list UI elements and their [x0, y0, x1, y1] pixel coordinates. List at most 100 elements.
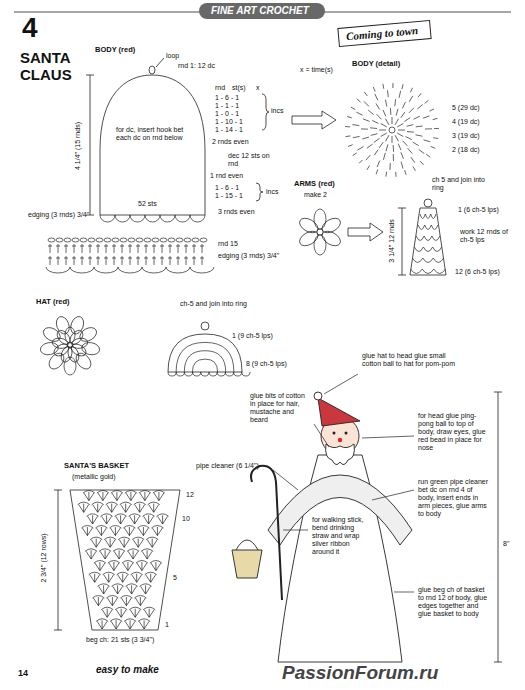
dc-round — [345, 83, 439, 177]
dimension-tick — [494, 392, 502, 393]
pattern-note: 5 (29 dc) — [452, 104, 480, 112]
center-ring — [67, 342, 73, 348]
chain-loop — [59, 345, 74, 363]
pattern-note: 1 — [165, 621, 169, 629]
dimension-tick — [398, 275, 406, 276]
pattern-note: 12 (6 ch-5 lps) — [455, 268, 500, 276]
pattern-note: for walking stick, bend drinking straw a… — [312, 516, 372, 556]
pattern-note: glue beg ch of basket to rnd 12 of body,… — [418, 586, 490, 618]
pattern-note: 1 (6 ch-5 lps) — [458, 206, 499, 214]
nose-bead — [338, 438, 342, 442]
pattern-note: incs — [271, 107, 283, 115]
pattern-note: 10 — [182, 515, 190, 523]
pattern-note: 1 - 1 - 1 — [215, 102, 239, 110]
santa-figure — [232, 392, 412, 662]
header-banner: FINE ART CROCHET — [199, 3, 325, 19]
basket-handle — [236, 540, 258, 550]
double-crochet-row — [48, 244, 204, 265]
pattern-note: glue bits of cotton in place for hair, m… — [250, 392, 310, 424]
pattern-title: SANTA CLAUS — [20, 50, 92, 83]
pattern-note: st(s) — [232, 84, 246, 92]
leader-line — [394, 592, 414, 593]
box-text: FINE ART CROCHET — [211, 5, 313, 17]
leader-line — [314, 424, 329, 447]
shell-stitch-rows — [78, 491, 169, 630]
chain-loop — [68, 315, 85, 336]
pattern-note: 12 — [186, 491, 194, 499]
pattern-note: dec 12 sts on rnd — [228, 152, 272, 168]
chain-loop — [314, 235, 326, 255]
pattern-note: 2 3/4" (12 rows) — [40, 533, 48, 582]
leader-line — [273, 470, 298, 490]
chain-loop — [64, 357, 76, 375]
pattern-note: work 12 rnds of ch-5 lps — [460, 228, 516, 244]
pattern-note: 3 rnds even — [218, 208, 255, 216]
pattern-note: pipe cleaner (6 1/4") — [196, 462, 259, 470]
leader-line — [324, 374, 358, 394]
pattern-note: 52 sts — [138, 200, 157, 208]
pattern-note: 2 (18 dc) — [452, 146, 480, 154]
basket-chart-outline — [70, 490, 180, 630]
pattern-note: ch 5 and join into ring — [432, 176, 498, 192]
pattern-note: 3 (19 dc) — [452, 132, 480, 140]
pattern-note: (metallic gold) — [72, 473, 116, 481]
dc-round — [361, 99, 423, 161]
dc-round — [352, 90, 432, 170]
pattern-note: ch-5 and join into ring — [180, 300, 250, 308]
pattern-note: x — [256, 84, 260, 92]
leader-line — [283, 530, 308, 531]
pattern-note: 1 - 10 - 1 — [215, 118, 243, 126]
dimension-line — [498, 392, 499, 662]
pattern-note: rnd 15 — [218, 240, 238, 248]
leader-line — [156, 58, 164, 67]
chain-ring — [201, 322, 209, 330]
pattern-note: BODY (red) — [95, 46, 135, 55]
pattern-note: 4 1/4" (15 rnds) — [74, 122, 82, 170]
chain-loop — [39, 341, 59, 356]
pattern-note: x = time(s) — [300, 66, 333, 74]
pattern-note: 1 - 14 - 1 — [215, 126, 243, 134]
pom-pom — [314, 392, 322, 400]
dimension-tick — [54, 490, 62, 491]
pattern-note: 3 1/4" 12 rnds — [388, 219, 396, 262]
scallop-edge — [46, 267, 214, 273]
pattern-note: for head glue ping-pong ball to top of b… — [418, 412, 490, 452]
leader-line — [372, 490, 414, 500]
pattern-note: incs — [266, 188, 278, 196]
pattern-note: run green pipe cleaner bet dc on rnd 4 o… — [418, 478, 490, 518]
pattern-note: 1 - 0 - 1 — [215, 110, 239, 118]
pattern-note: 1 rnd even — [210, 172, 243, 180]
chain-loop-rows — [411, 214, 446, 274]
block-arrow — [292, 111, 336, 129]
chain-row — [48, 238, 207, 242]
pattern-note: loop — [166, 52, 179, 60]
dimension-tick — [54, 630, 62, 631]
pattern-note: 8 (9 ch-5 lps) — [246, 360, 287, 368]
pattern-note: glue hat to head glue small cotton ball … — [362, 352, 462, 368]
scallop-edge — [100, 215, 205, 222]
pattern-note: for dc, insert hook bet each dc on rnd b… — [116, 126, 190, 142]
dc-round — [370, 108, 414, 152]
pattern-note: beg ch: 21 sts (3 3/4") — [86, 636, 154, 644]
chain-ring — [424, 199, 432, 207]
box-text: Coming to town — [345, 24, 423, 44]
pattern-note: 4 — [22, 12, 38, 44]
hat-chart-outline — [168, 334, 242, 372]
pattern-note: 2 rnds even — [212, 138, 249, 146]
center-ring — [389, 127, 395, 133]
chain-loop — [41, 325, 63, 344]
chain-loop — [54, 315, 71, 336]
pattern-note: edging (3 rnds) 3/4" — [28, 211, 90, 219]
line-art — [14, 12, 511, 662]
center-ring — [317, 229, 323, 235]
chain-loop — [314, 209, 326, 229]
chain-loop — [77, 325, 99, 344]
eye — [345, 432, 348, 435]
pattern-note: 5 — [173, 574, 177, 582]
pattern-note: rnd 1: 12 dc — [178, 62, 215, 70]
pattern-note: rnd — [215, 84, 225, 92]
dimension-line — [58, 490, 59, 630]
pattern-note: PassionForum.ru — [282, 662, 438, 684]
santa-hat — [318, 398, 360, 426]
